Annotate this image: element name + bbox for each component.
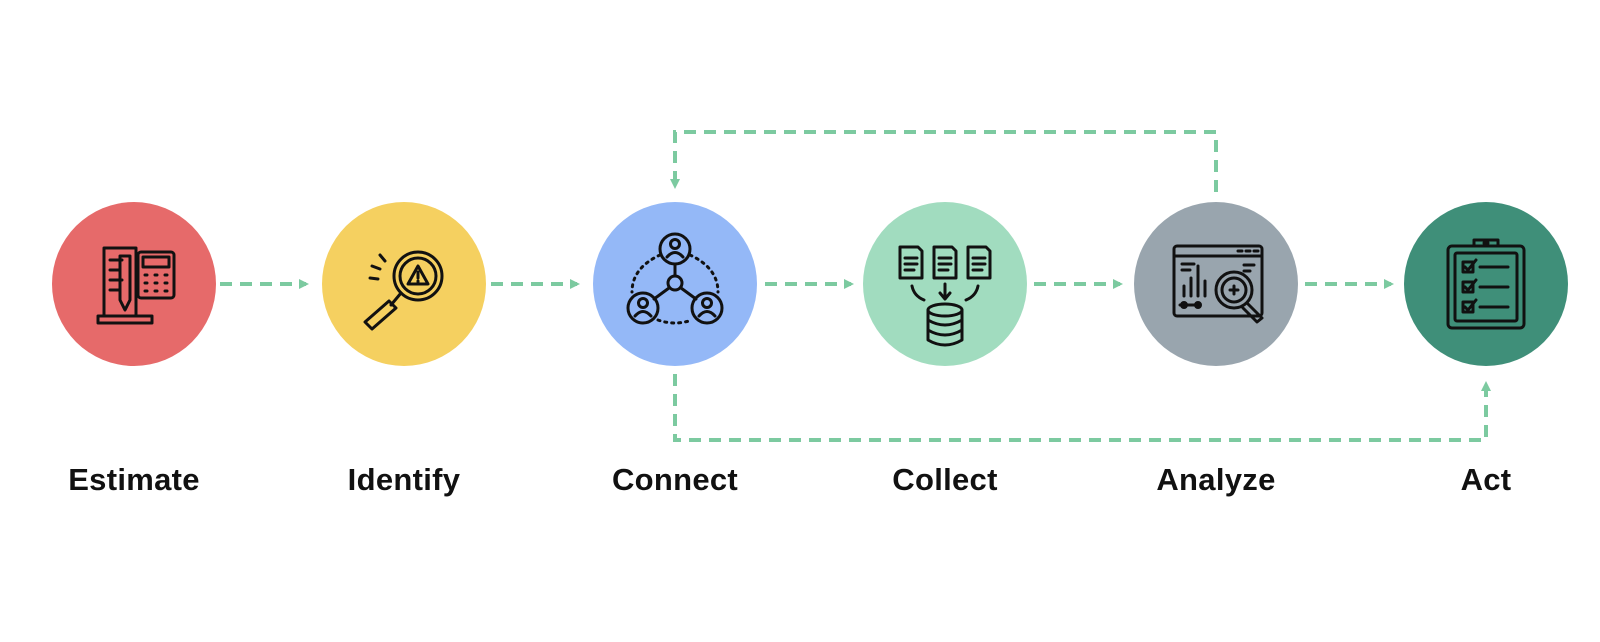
analytics-dashboard-icon [1172,244,1264,324]
step-connect-circle [593,202,757,366]
data-collection-icon [898,245,992,347]
estimate-icon [96,246,176,325]
step-analyze-label: Analyze [1156,462,1276,497]
network-people-icon [626,232,724,325]
step-collect-label: Collect [892,462,998,497]
checklist-clipboard-icon [1446,238,1526,330]
step-identify-label: Identify [347,462,461,497]
step-identify-circle [322,202,486,366]
risk-search-icon [363,250,444,331]
step-act-circle [1404,202,1568,366]
step-act-label: Act [1460,462,1512,497]
step-estimate-label: Estimate [68,462,200,497]
step-estimate-circle [52,202,216,366]
arrow-analyze-to-connect [670,130,1218,192]
arrow-connect-to-act [673,374,1491,442]
step-connect-label: Connect [611,462,739,497]
